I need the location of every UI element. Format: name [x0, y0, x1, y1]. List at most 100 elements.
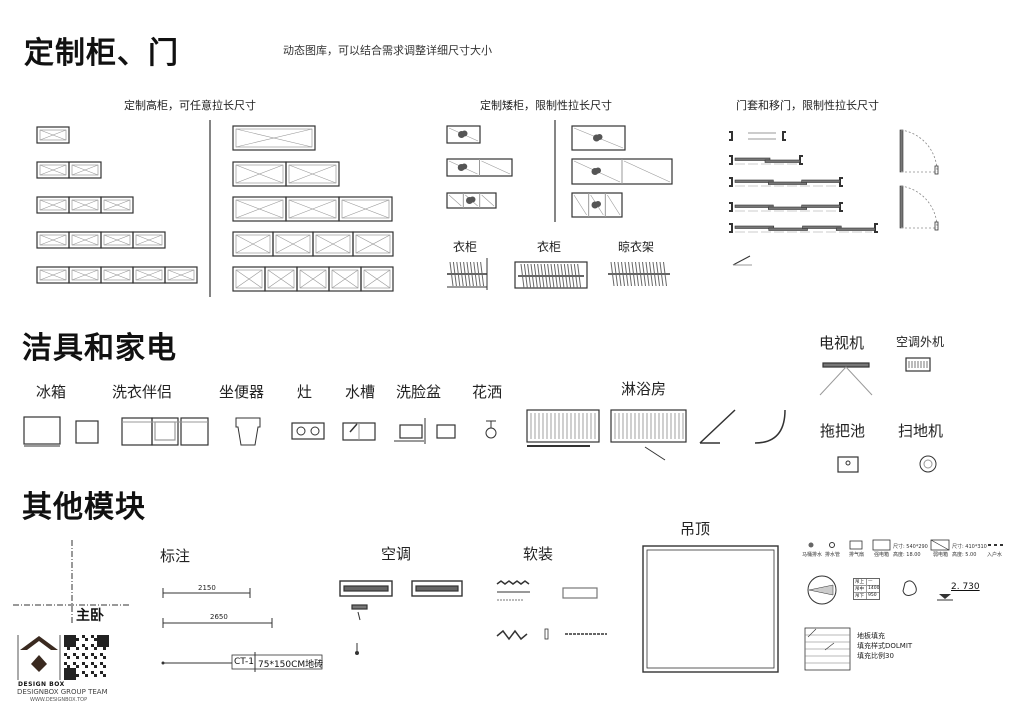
level-marker-icon: [939, 594, 951, 599]
tall-cabinet-small-cross: [39, 129, 67, 141]
tall-cabinet-small-cross: [39, 234, 67, 246]
washer-sink-icon: [151, 417, 179, 446]
tv-icon: [822, 362, 870, 368]
dimension-2: 2650: [210, 613, 228, 621]
qr-module: [82, 635, 85, 638]
section-title-fixtures: 洁具和家电: [22, 331, 177, 366]
tall-cabinet-small-inner: [39, 269, 67, 281]
qr-module: [85, 665, 88, 668]
qr-module: [106, 644, 109, 647]
spotlight-beam: [808, 584, 834, 596]
aircon-vent: [343, 585, 389, 592]
qr-module: [91, 671, 94, 674]
qr-module: [70, 641, 73, 644]
sliding-door-bracket: [729, 155, 733, 165]
tall-cabinet-small: [36, 126, 70, 144]
tall-cabinet-small-cross: [71, 199, 99, 211]
wardrobe-2-hanger: [560, 263, 565, 289]
label-stove: 灶: [297, 383, 313, 401]
qr-module: [67, 665, 70, 668]
tall-cabinet-small-inner: [167, 269, 195, 281]
drain-icon: [845, 460, 851, 466]
aircon-unit-icon: [339, 580, 393, 597]
tall-cabinet-small-inner: [71, 269, 99, 281]
strong-box-icon: [872, 539, 891, 551]
qr-module: [73, 635, 76, 638]
sliding-door-panel: [801, 179, 841, 183]
team-name: DESIGNBOX GROUP TEAM: [17, 688, 108, 696]
tall-cabinet-small-inner: [39, 199, 67, 211]
wardrobe-2-hanger: [550, 263, 555, 289]
curtain-end-icon: [544, 628, 549, 640]
wardrobe-2-hanger: [553, 263, 558, 289]
tall-cabinet-large-inner: [288, 199, 337, 219]
qr-module: [103, 638, 106, 641]
robot-vacuum-icon: [919, 455, 937, 473]
tall-cabinet-large: [232, 125, 316, 151]
sliding-door-bracket: [729, 202, 733, 212]
wardrobe-1-hanger: [456, 261, 461, 287]
wardrobe-2-hanger: [573, 263, 578, 289]
tall-cabinet-small: [132, 231, 166, 249]
qr-module: [94, 674, 97, 677]
section-title-others: 其他模块: [22, 490, 146, 525]
low-cabinet-diagonal: [448, 194, 462, 207]
legend-weak-height: 高度: 5.00: [952, 552, 977, 558]
label-washer: 洗衣伴侣: [112, 383, 173, 401]
level-mark: 2. 730: [951, 582, 980, 592]
qr-module: [67, 647, 70, 650]
wardrobe-1-hanger: [459, 261, 464, 287]
sliding-door-panel: [768, 181, 807, 185]
qr-module: [73, 641, 76, 644]
hanger-blob-icon: [461, 130, 468, 137]
qr-module: [70, 638, 73, 641]
drying-rack-hanger: [652, 261, 657, 287]
qr-module: [91, 662, 94, 665]
qr-module: [64, 638, 67, 641]
qr-module: [73, 638, 76, 641]
sliding-door-panel: [734, 204, 774, 208]
qr-module: [73, 662, 76, 665]
aircon-grille-icon: [351, 604, 368, 610]
label-robot-vacuum: 扫地机: [898, 422, 944, 440]
drying-rack-hanger: [628, 261, 632, 287]
sliding-door-bracket: [839, 202, 843, 212]
sliding-door-panel: [768, 206, 807, 210]
hanger-blob-icon: [469, 196, 476, 203]
label-fridge: 冰箱: [36, 383, 67, 401]
tall-cabinet-large: [360, 266, 394, 292]
tall-cabinet-small-inner: [103, 199, 131, 211]
qr-module: [76, 665, 79, 668]
sliding-door-panel: [835, 227, 876, 231]
qr-module: [64, 641, 67, 644]
qr-module: [85, 638, 88, 641]
weak-box-diagonal: [930, 539, 950, 551]
fridge-small-icon: [75, 420, 99, 444]
label-ceiling: 吊顶: [680, 520, 711, 538]
tall-cabinet-large-cross: [235, 234, 271, 254]
qr-module: [70, 668, 73, 671]
shower-corner-icon: [699, 409, 736, 444]
tall-cabinet-small-cross: [167, 269, 195, 281]
low-cabinet-diagonal: [573, 194, 587, 216]
tall-cabinet-large-cross: [315, 234, 351, 254]
door-frame-bracket: [782, 131, 786, 141]
qr-module: [100, 653, 103, 656]
room-label: 主卧: [76, 608, 104, 624]
qr-module: [94, 665, 97, 668]
tv-view-line: [845, 366, 873, 396]
tall-cabinet-small: [68, 161, 102, 179]
tall-cabinet-large-cross: [341, 199, 390, 219]
tall-cabinet-small-cross: [39, 164, 67, 176]
low-cabinet-diagonal: [607, 194, 621, 216]
ceiling-outline: [642, 545, 779, 673]
label-aircon: 空调: [381, 545, 412, 563]
qr-module: [70, 674, 73, 677]
qr-module: [100, 641, 103, 644]
qr-module: [70, 644, 73, 647]
label-annotation: 标注: [160, 547, 191, 565]
qr-module: [82, 644, 85, 647]
burner-icon: [296, 426, 306, 436]
